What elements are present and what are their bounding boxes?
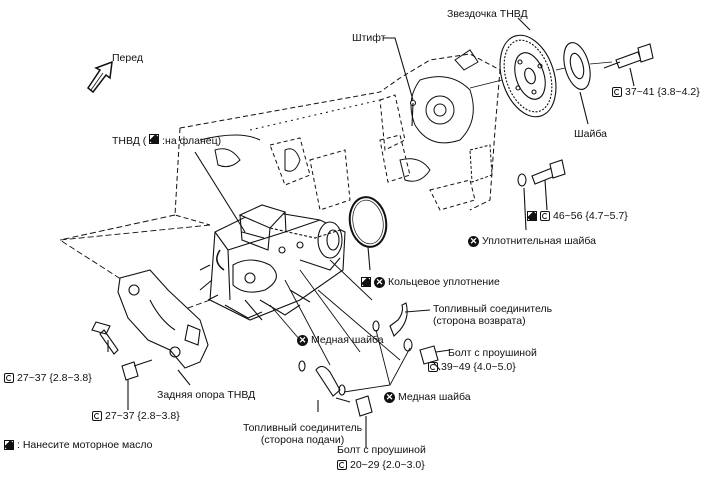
return-connector-label: Топливный соединитель (сторона возврата) [433, 303, 552, 327]
copper-washer-leaders [343, 329, 411, 393]
torque-bracket-upper-value: 27~37 {2.8~3.8} [17, 372, 92, 384]
engine-oil-icon [361, 277, 371, 287]
sprocket-washer [563, 42, 591, 125]
torque-bracket-lower: 27~37 {2.8~3.8} [92, 410, 180, 422]
pump-guidelines [58, 224, 401, 366]
copper-washer-label-1: ✕ Медная шайба [297, 334, 384, 346]
torque-return-bolt: 39~49 {4.0~5.0} [428, 361, 516, 373]
engine-oil-icon [4, 440, 14, 450]
feed-connector-line2: (сторона подачи) [260, 434, 345, 446]
wrench-torque-icon [540, 211, 550, 221]
wrench-torque-icon [428, 362, 438, 372]
torque-feed-bolt: 20~29 {2.0~3.0} [337, 459, 425, 471]
bracket-bolt-upper [91, 321, 119, 355]
return-connector-line1: Топливный соединитель [433, 303, 553, 315]
wrench-torque-icon [612, 87, 622, 97]
o-ring-label: ✕ Кольцевое уплотнение [361, 276, 500, 288]
engine-oil-icon [149, 134, 160, 144]
pin-leader [383, 37, 417, 127]
seal-washer-text: Уплотнительная шайба [482, 235, 596, 247]
torque-sprocket-bolt-value: 37~41 {3.8~4.2} [625, 86, 700, 98]
pin-label: Штифт [352, 32, 386, 44]
bracket-bolt-lower [121, 359, 153, 410]
o-ring-text: Кольцевое уплотнение [388, 276, 500, 288]
o-ring [348, 196, 388, 271]
washer-label: Шайба [574, 128, 607, 140]
replace-part-icon: ✕ [297, 334, 308, 346]
sprocket-leaders [469, 61, 613, 89]
replace-part-icon: ✕ [384, 391, 395, 403]
pump-leader [194, 151, 246, 233]
return-connector-line2: (сторона возврата) [433, 315, 526, 327]
wrench-torque-icon [92, 411, 102, 421]
return-connector [372, 302, 431, 352]
torque-bracket-lower-value: 27~37 {2.8~3.8} [105, 410, 180, 422]
pump-label-prefix: ТНВД ( [112, 135, 147, 147]
oil-legend: : Нанесите моторное масло [4, 439, 152, 451]
engine-oil-icon [527, 211, 537, 221]
front-arrow-icon [86, 60, 113, 94]
replace-part-icon: ✕ [374, 276, 385, 288]
engine-block [59, 49, 501, 241]
torque-pump-bolt-value: 46~56 {4.7~5.7} [553, 210, 628, 222]
torque-return-bolt-value: 39~49 {4.0~5.0} [441, 361, 516, 373]
feed-connector-line1: Топливный соединитель [243, 422, 363, 434]
rear-support-label: Задняя опора ТНВД [157, 389, 256, 401]
rear-support-leader [177, 369, 191, 386]
torque-bracket-upper: 27~37 {2.8~3.8} [4, 372, 92, 384]
seal-washer-label: ✕ Уплотнительная шайба [468, 235, 596, 247]
sprocket-label: Звездочка ТНВД [447, 8, 528, 20]
pump-label: ТНВД ( :на фланец) [112, 134, 221, 147]
sprocket-bolt [603, 43, 654, 87]
sprocket [499, 17, 557, 118]
wrench-torque-icon [337, 460, 347, 470]
torque-sprocket-bolt: 37~41 {3.8~4.2} [612, 86, 700, 98]
torque-feed-bolt-value: 20~29 {2.0~3.0} [350, 459, 425, 471]
pump-mount-bolt [517, 159, 566, 231]
pump-label-suffix: :на фланец) [162, 135, 222, 147]
wrench-torque-icon [4, 373, 14, 383]
return-bolt-label: Болт с проушиной [448, 347, 537, 359]
copper-washer-text-2: Медная шайба [398, 391, 471, 403]
feed-bolt [335, 395, 373, 448]
copper-washer-text-1: Медная шайба [311, 334, 384, 346]
feed-connector-label: Топливный соединитель (сторона подачи) [243, 422, 362, 446]
feed-bolt-label: Болт с проушиной [337, 444, 426, 456]
replace-part-icon: ✕ [468, 235, 479, 247]
oil-legend-text: : Нанесите моторное масло [17, 439, 153, 451]
rear-support-bracket [117, 269, 209, 369]
torque-pump-bolt: 46~56 {4.7~5.7} [527, 210, 628, 222]
fuel-injection-pump [199, 204, 346, 321]
front-direction-label: Перед [112, 52, 143, 64]
feed-connector [298, 360, 346, 412]
copper-washer-label-2: ✕ Медная шайба [384, 391, 471, 403]
